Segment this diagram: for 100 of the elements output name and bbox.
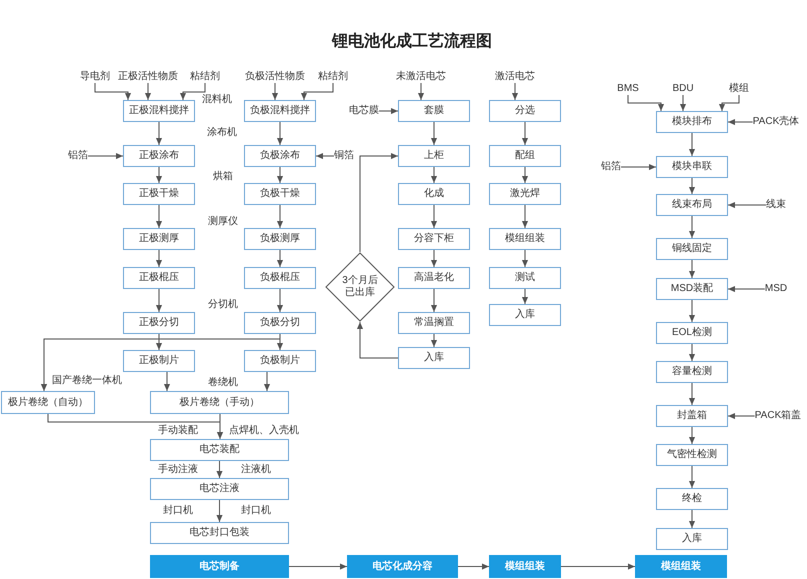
process-box: 测试 [489,267,561,289]
input-label: 导电剂 [80,71,110,83]
machine-label: 封口机 [163,505,193,517]
arrow [156,204,162,228]
arrow [216,460,223,478]
input-label: 铜箔 [334,150,354,162]
arrow [180,82,206,100]
process-box: 入库 [398,347,470,369]
arrow [728,286,766,292]
machine-label: 混料机 [202,94,232,106]
input-label: 线束 [766,199,786,211]
process-box: 负极制片 [244,350,316,372]
input-label: BDU [672,83,694,95]
arrow [88,152,124,160]
input-label: 激活电芯 [495,71,535,83]
input-label: 负极活性物质 [245,71,305,83]
stage-bar: 模组组装 [489,555,561,578]
process-box: 高温老化 [398,267,470,289]
process-box: 模块排布 [656,111,728,133]
arrow [688,344,696,362]
input-label: 未激活电芯 [396,71,446,83]
process-box: 正极棍压 [123,267,195,289]
input-label: MSD [764,283,788,295]
process-box: 正极混料搅拌 [123,100,195,122]
process-box: 容量检测 [656,361,728,383]
stage-bar: 模组组装 [635,555,727,578]
process-box: 铜线固定 [656,238,728,260]
input-label: PACK箱盖 [754,410,802,422]
arrow [522,250,528,268]
arrow [94,82,132,100]
process-box: 负极棍压 [244,267,316,289]
arrow [688,178,696,194]
diagram-title: 锂电池化成工艺流程图 [332,31,492,52]
machine-label: 涂布机 [207,127,237,139]
machine-label: 烘箱 [213,171,233,183]
arrow [560,563,636,570]
process-box: 极片卷绕（手动） [150,391,289,414]
process-box: 电芯注液 [150,478,289,500]
input-label: 电芯膜 [349,105,379,117]
arrow [156,250,162,268]
process-box: 分选 [489,100,561,122]
machine-label: 卷绕机 [208,377,238,389]
process-box: 化成 [398,183,470,205]
process-box: 封盖箱 [656,405,728,427]
arrow [430,334,438,348]
arrow [288,563,348,570]
arrow [688,132,696,156]
process-box: EOL检测 [656,322,728,344]
process-box: 气密性检测 [656,444,728,466]
process-box: 负极测厚 [244,228,316,250]
arrow [164,372,170,392]
arrow [430,166,438,184]
stage-bar: 电芯制备 [150,555,289,578]
process-box: 负极分切 [244,312,316,334]
arrow [522,288,528,304]
arrow [300,82,334,100]
arrow [512,82,518,100]
process-box: 线束布局 [656,194,728,216]
process-box: 入库 [489,304,561,326]
arrow [688,382,696,406]
input-label: 铝箔 [601,161,621,173]
machine-label: 分切机 [208,299,238,311]
process-box: 负极干燥 [244,183,316,205]
arrow [144,82,152,100]
input-label: BMS [617,83,639,95]
arrow [718,94,740,112]
input-label: 粘结剂 [318,71,348,83]
arrow [276,250,284,268]
input-label: 模组 [729,83,749,95]
arrow [728,202,766,208]
process-box: 套膜 [398,100,470,122]
arrow [276,288,284,312]
input-label: 正极活性物质 [118,71,178,83]
arrow [360,152,398,252]
process-box: 激光焊 [489,183,561,205]
input-label: 铝箔 [68,150,88,162]
arrow [688,300,696,322]
process-box: 极片卷绕（自动） [1,391,95,414]
arrow [216,414,224,440]
input-label: PACK壳体 [752,116,800,128]
decision-diamond: 3个月后已出库 [325,252,395,322]
process-box: 常温搁置 [398,312,470,334]
process-box: 电芯封口包装 [150,522,289,544]
arrow [522,166,528,184]
machine-label: 国产卷绕一体机 [52,375,122,387]
process-box: 分容下柜 [398,228,470,250]
arrow [378,108,398,114]
machine-label: 手动装配 [158,425,198,437]
arrow [522,204,528,228]
process-box: 电芯装配 [150,439,289,461]
process-box: 正极干燥 [123,183,195,205]
arrow [356,322,398,358]
arrow [156,166,162,184]
process-box: 模块串联 [656,156,728,178]
arrow [276,204,284,228]
arrow [156,288,162,312]
process-box: 正极涂布 [123,145,195,167]
arrow [430,288,438,312]
process-box: 负极混料搅拌 [244,100,316,122]
arrow [628,94,664,112]
